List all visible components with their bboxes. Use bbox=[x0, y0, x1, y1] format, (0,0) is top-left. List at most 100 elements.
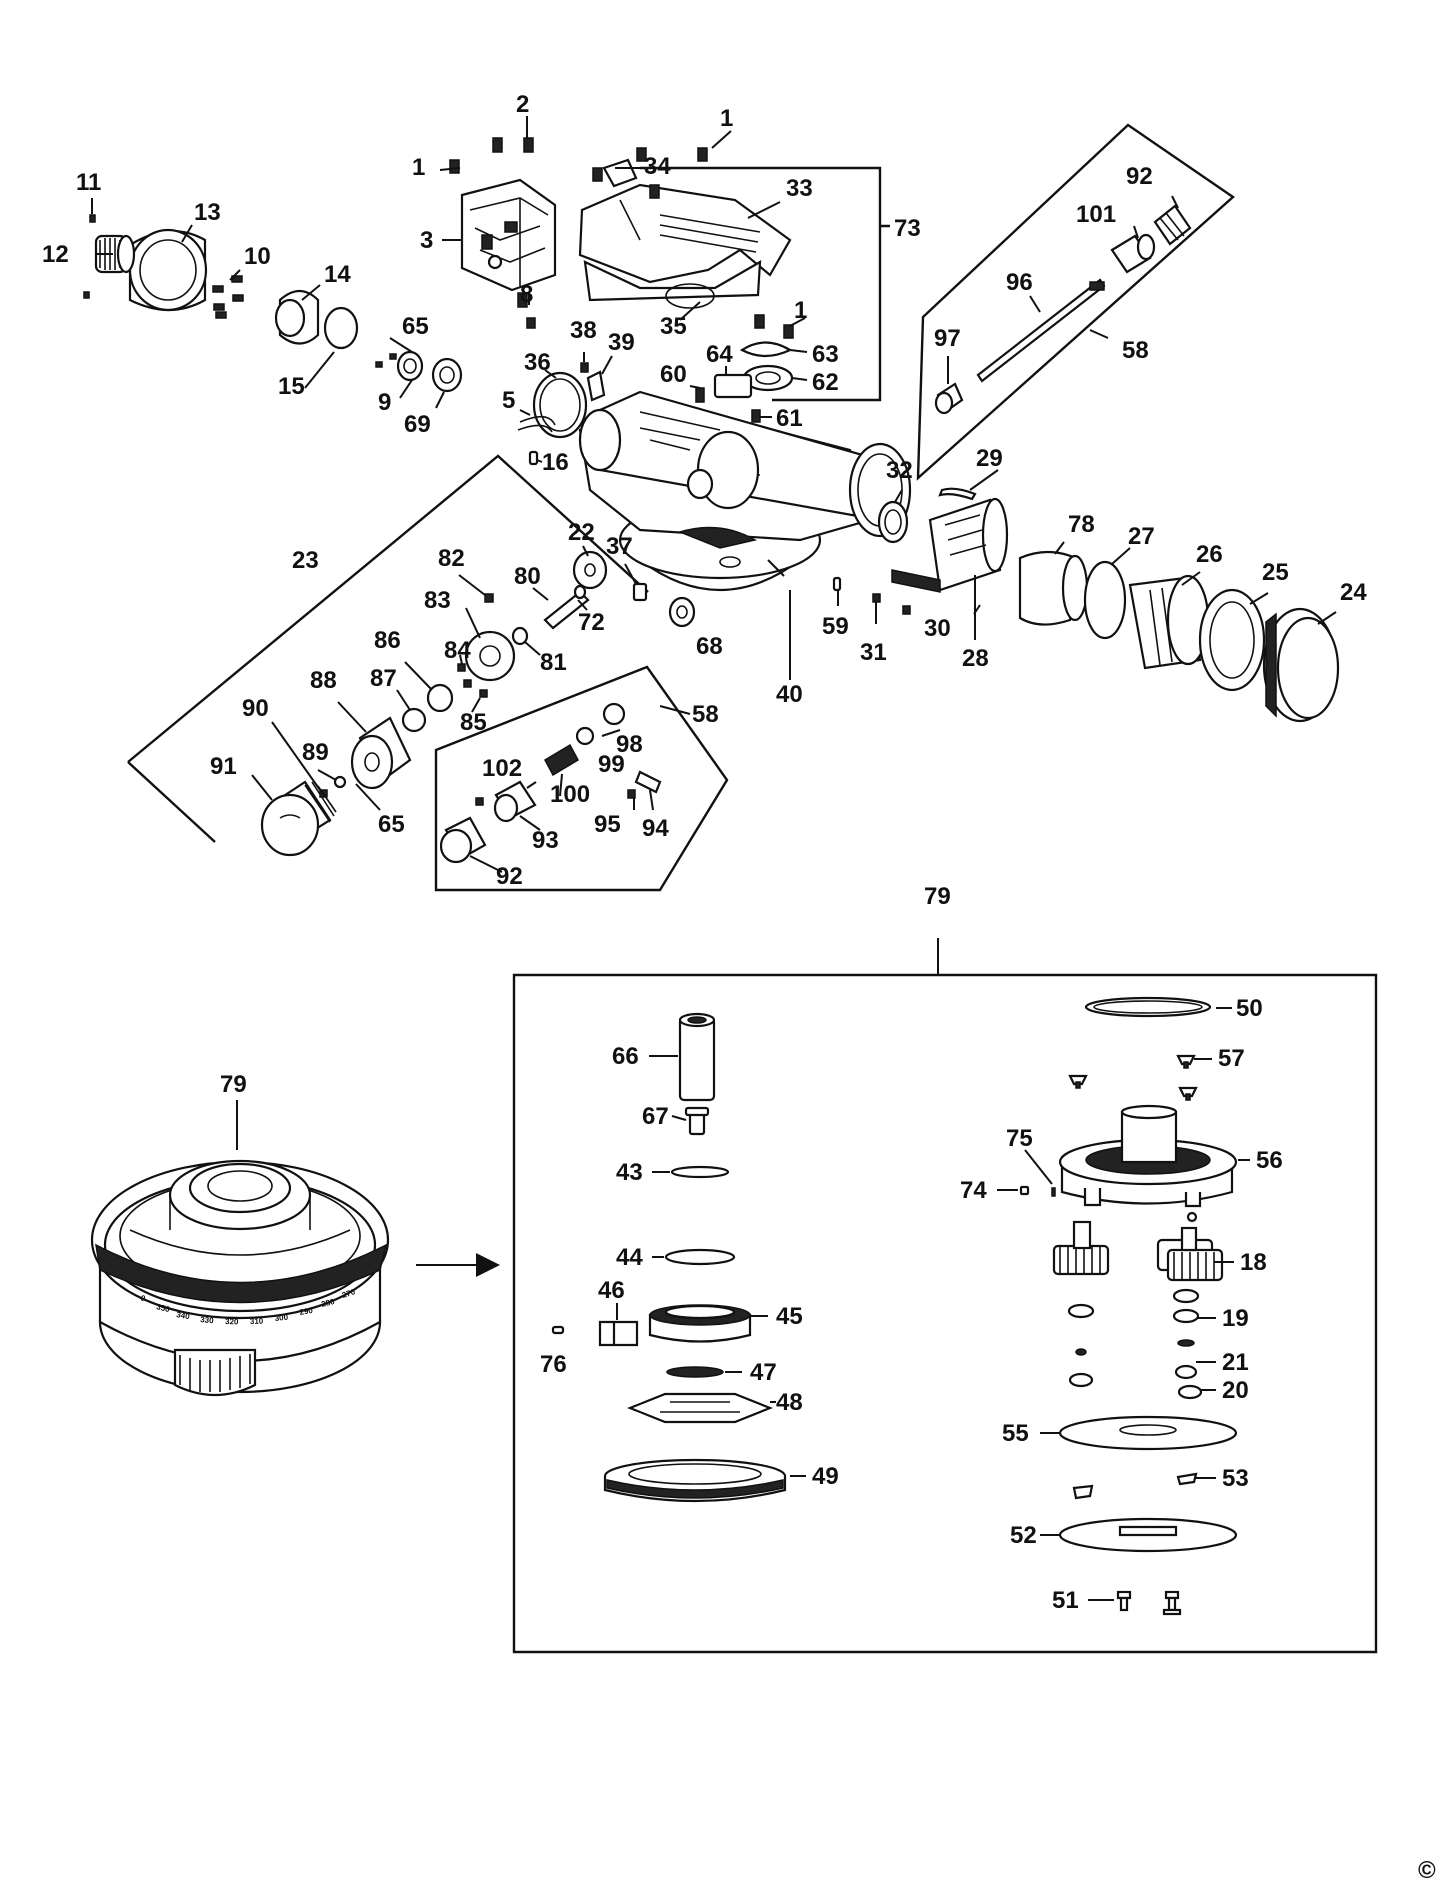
lens-ring-78 bbox=[1018, 550, 1089, 626]
callout-98: 98 bbox=[616, 731, 643, 758]
label-46 bbox=[598, 1320, 639, 1347]
seal-36 bbox=[532, 371, 588, 439]
callout-89: 89 bbox=[302, 739, 329, 766]
collar-45 bbox=[648, 1304, 752, 1343]
shaft-80 bbox=[543, 584, 590, 630]
callout-21: 21 bbox=[1222, 1349, 1249, 1376]
callout-85: 85 bbox=[460, 709, 487, 736]
copyright-symbol: © bbox=[1418, 1857, 1436, 1884]
callout-1: 1 bbox=[412, 154, 425, 181]
pin-102 bbox=[475, 797, 484, 806]
callout-92: 92 bbox=[496, 863, 523, 890]
screws-57 bbox=[1068, 1054, 1198, 1101]
callout-65: 65 bbox=[378, 811, 405, 838]
clip-53-left bbox=[1072, 1484, 1094, 1500]
screw-61 bbox=[751, 409, 761, 423]
callout-79: 79 bbox=[220, 1071, 247, 1098]
callout-49: 49 bbox=[812, 1463, 839, 1490]
callout-20: 20 bbox=[1222, 1377, 1249, 1404]
callout-97: 97 bbox=[934, 325, 961, 352]
gasket-50 bbox=[1084, 996, 1212, 1018]
nut-69 bbox=[431, 357, 463, 393]
callout-37: 37 bbox=[606, 533, 633, 560]
callout-52: 52 bbox=[1010, 1522, 1037, 1549]
plate-55 bbox=[1058, 1415, 1238, 1451]
callout-75: 75 bbox=[1006, 1125, 1033, 1152]
objective-barrel-26 bbox=[1128, 574, 1210, 670]
callout-2: 2 bbox=[516, 91, 529, 118]
pin-12-small bbox=[83, 291, 90, 299]
gear-18-right bbox=[1156, 1211, 1224, 1282]
lens-cap-13 bbox=[128, 228, 208, 312]
pin-74 bbox=[1019, 1185, 1030, 1196]
callout-80: 80 bbox=[514, 563, 541, 590]
screws-84-85 bbox=[457, 663, 488, 698]
pin-11 bbox=[89, 214, 96, 223]
cover-33 bbox=[578, 183, 792, 309]
callout-14: 14 bbox=[324, 261, 351, 288]
housing-56 bbox=[1058, 1104, 1238, 1208]
dial-330: 330 bbox=[200, 1315, 215, 1325]
dial-280: 280 bbox=[320, 1297, 336, 1309]
base-dial-scale: 0 350 340 330 320 310 300 290 280 270 bbox=[139, 1287, 356, 1326]
screw-82 bbox=[484, 593, 494, 603]
callout-86: 86 bbox=[374, 627, 401, 654]
copyright-mark: © bbox=[1418, 1857, 1436, 1884]
callout-19: 19 bbox=[1222, 1305, 1249, 1332]
callout-47: 47 bbox=[750, 1359, 777, 1386]
bushing-68 bbox=[668, 596, 696, 628]
callout-46: 46 bbox=[598, 1277, 625, 1304]
callout-73: 73 bbox=[894, 215, 921, 242]
callout-69: 69 bbox=[404, 411, 431, 438]
callout-93: 93 bbox=[532, 827, 559, 854]
pin-94-95 bbox=[627, 770, 662, 799]
callout-76: 76 bbox=[540, 1351, 567, 1378]
callout-78: 78 bbox=[1068, 511, 1095, 538]
callout-22: 22 bbox=[568, 519, 595, 546]
callout-95: 95 bbox=[594, 811, 621, 838]
plate-48 bbox=[627, 1392, 773, 1424]
group-58-upper-box bbox=[916, 123, 1235, 481]
callout-83: 83 bbox=[424, 587, 451, 614]
callout-96: 96 bbox=[1006, 269, 1033, 296]
o-ring-27 bbox=[1083, 560, 1127, 640]
screws-51 bbox=[1116, 1590, 1182, 1616]
callout-67: 67 bbox=[642, 1103, 669, 1130]
flange-14 bbox=[274, 289, 320, 345]
ring-44 bbox=[664, 1248, 736, 1266]
callout-13: 13 bbox=[194, 199, 221, 226]
rack-30 bbox=[891, 569, 941, 593]
dial-340: 340 bbox=[176, 1310, 191, 1321]
callout-5: 5 bbox=[502, 387, 515, 414]
dial-350: 350 bbox=[156, 1302, 172, 1314]
ring-32 bbox=[877, 500, 909, 544]
dial-300: 300 bbox=[274, 1313, 289, 1323]
leader-lines bbox=[91, 116, 1337, 1601]
knob-92-upper bbox=[1153, 204, 1192, 246]
callout-32: 32 bbox=[886, 457, 913, 484]
retaining-ring-15 bbox=[323, 306, 359, 350]
sunshade-cap-24 bbox=[1262, 607, 1340, 723]
callout-25: 25 bbox=[1262, 559, 1289, 586]
pin-75 bbox=[1051, 1187, 1056, 1197]
clip-39 bbox=[586, 370, 606, 402]
callout-11: 11 bbox=[76, 169, 101, 196]
ring-43 bbox=[670, 1165, 730, 1179]
callout-1: 1 bbox=[794, 297, 807, 324]
callout-43: 43 bbox=[616, 1159, 643, 1186]
group-23-box bbox=[127, 454, 649, 843]
bushings-19 bbox=[1067, 1288, 1200, 1324]
callout-90: 90 bbox=[242, 695, 269, 722]
callout-38: 38 bbox=[570, 317, 597, 344]
callout-66: 66 bbox=[612, 1043, 639, 1070]
callout-12: 12 bbox=[42, 241, 69, 268]
callout-94: 94 bbox=[642, 815, 669, 842]
dial-ring-49 bbox=[603, 1458, 787, 1503]
telescope-body-40 bbox=[578, 390, 912, 592]
callout-3: 3 bbox=[420, 227, 433, 254]
sleeve-93 bbox=[493, 780, 537, 823]
callout-35: 35 bbox=[660, 313, 687, 340]
group-73-bracket bbox=[640, 166, 890, 402]
dial-310: 310 bbox=[250, 1317, 264, 1326]
